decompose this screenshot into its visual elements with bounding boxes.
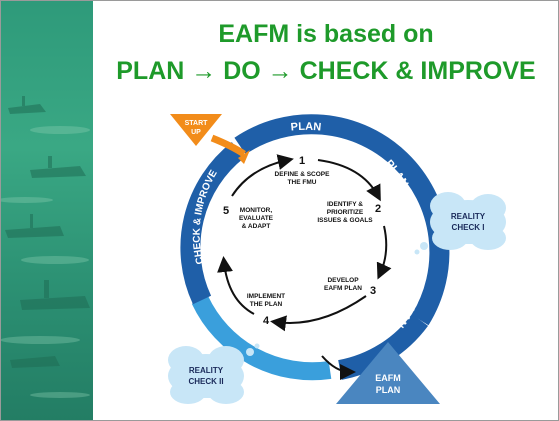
svg-text:1: 1 [299,155,305,167]
step-5: 5 MONITOR, EVALUATE & ADAPT [223,205,274,230]
step-4: 4 IMPLEMENT THE PLAN [247,293,285,327]
svg-text:UP: UP [191,129,201,136]
svg-text:IDENTIFY &: IDENTIFY & [327,201,363,208]
svg-text:PLAN: PLAN [376,385,401,395]
eafm-plan-triangle: EAFM PLAN [336,342,440,404]
svg-text:THE PLAN: THE PLAN [250,301,283,308]
svg-text:DEVELOP: DEVELOP [327,277,359,284]
svg-text:3: 3 [370,285,376,297]
do-label-bottom: DO [285,345,301,358]
slide-title: EAFM is based on [218,20,434,48]
inner-cycle-arrows [217,154,392,332]
svg-text:& ADAPT: & ADAPT [242,223,271,230]
svg-text:PRIORITIZE: PRIORITIZE [327,209,364,216]
svg-text:2: 2 [375,203,381,215]
svg-text:IMPLEMENT: IMPLEMENT [247,293,285,300]
step-1: 1 DEFINE & SCOPE THE FMU [275,155,331,186]
plan-arc [234,114,450,326]
reality-check-1-cloud: REALITY CHECK I [414,192,506,255]
svg-text:4: 4 [263,315,270,327]
svg-text:EAFM PLAN: EAFM PLAN [324,285,362,292]
step-3: 3 DEVELOP EAFM PLAN [324,277,376,297]
step-2: 2 IDENTIFY & PRIORITIZE ISSUES & GOALS [317,201,381,224]
fishing-boats-image [0,0,93,421]
svg-text:ISSUES & GOALS: ISSUES & GOALS [317,217,373,224]
svg-text:START: START [185,120,209,127]
svg-text:REALITY: REALITY [451,212,486,221]
start-up-arrow: START UP [170,114,250,164]
svg-text:MONITOR,: MONITOR, [240,207,273,214]
svg-text:THE FMU: THE FMU [288,179,317,186]
do-arc [191,296,332,381]
svg-text:5: 5 [223,205,229,217]
arrow-to-eafm-plan [321,355,356,380]
svg-text:REALITY: REALITY [189,366,224,375]
reality-check-2-cloud: REALITY CHECK II [168,343,260,404]
slide-subtitle: PLAN → DO → CHECK & IMPROVE [116,57,536,85]
svg-text:DEFINE & SCOPE: DEFINE & SCOPE [275,171,331,178]
svg-text:CHECK II: CHECK II [188,377,223,386]
svg-text:EVALUATE: EVALUATE [239,215,274,222]
check-improve-arc [180,142,245,305]
svg-text:EAFM: EAFM [375,373,401,383]
plan-label-top: PLAN [290,121,322,134]
svg-text:CHECK I: CHECK I [452,223,485,232]
